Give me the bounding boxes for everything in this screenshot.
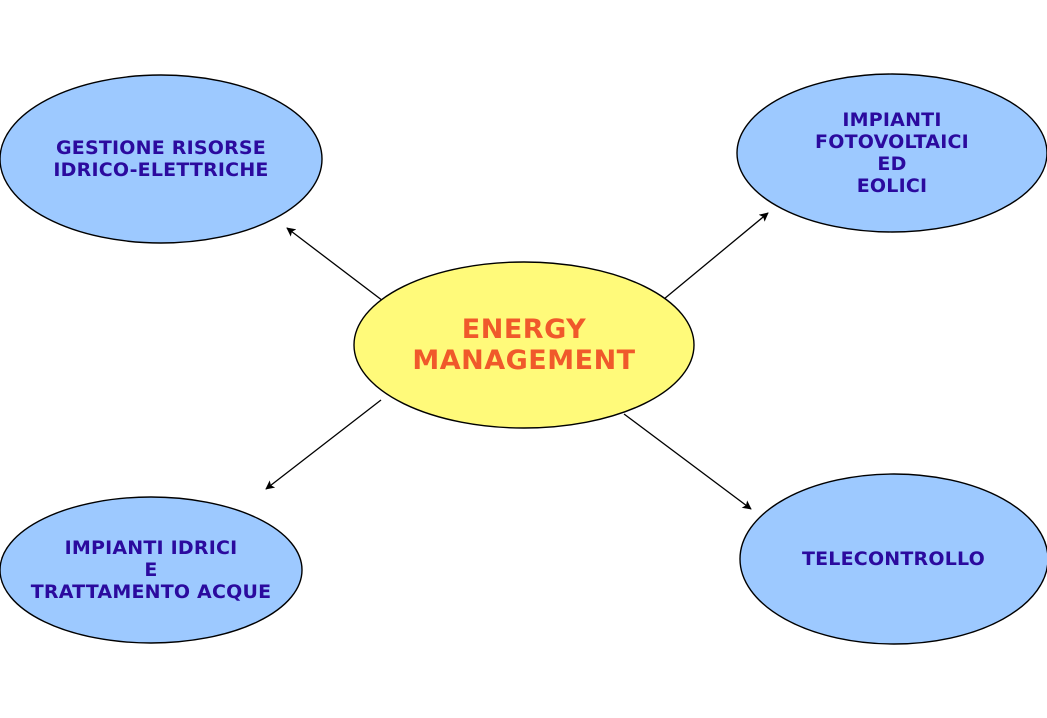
nodes-group (0, 73, 1047, 645)
node-ellipse-impianti-idrici[interactable] (0, 496, 303, 644)
node-ellipse-impianti-fotovoltaici-eolici[interactable] (736, 73, 1047, 233)
node-ellipse-telecontrollo[interactable] (739, 473, 1047, 645)
connections-group (265, 212, 769, 510)
connector-to-gestione-risorse (286, 227, 384, 302)
connector-to-impianti-fotovoltaici-eolici (663, 212, 769, 300)
connector-to-impianti-idrici (265, 399, 382, 490)
node-ellipse-gestione-risorse[interactable] (0, 74, 323, 244)
node-ellipse-energy-management[interactable] (353, 261, 695, 429)
connector-to-telecontrollo (623, 413, 752, 510)
